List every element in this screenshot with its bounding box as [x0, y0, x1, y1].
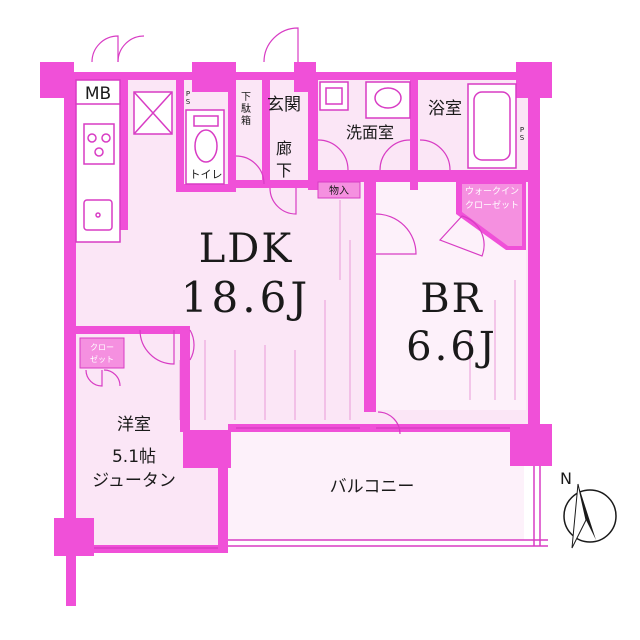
walkin-label-2: クローゼット: [465, 199, 519, 211]
walkin-label-1: ウォークイン: [465, 186, 519, 197]
bathroom-label: 浴室: [428, 99, 462, 119]
meter-box-label: MB: [85, 84, 111, 104]
closet-label-1: クロー: [90, 343, 114, 352]
shoe-box-label-1: 下: [241, 92, 251, 103]
shoe-box-label-3: 箱: [241, 114, 251, 127]
kitchen-counter: [75, 99, 121, 243]
ldk-size: 18.6J: [181, 273, 311, 322]
pipe-space-label-2a: P: [520, 126, 524, 134]
western-closet: [79, 337, 125, 369]
storage-closet: [317, 181, 361, 199]
walkin-closet-area: [462, 184, 522, 246]
ldk-label: LDK: [199, 226, 294, 272]
corridor-label-2: 下: [276, 161, 292, 180]
bathtub: [467, 83, 517, 169]
storage-label: 物入: [329, 184, 349, 197]
pipe-space-label-1b: S: [186, 98, 191, 106]
br-size: 6.6J: [406, 324, 498, 370]
balcony-label: バルコニー: [330, 477, 415, 497]
pipe-space-label-2b: S: [520, 134, 525, 142]
western-room-label: 洋室: [117, 415, 151, 435]
shoe-box-label-2: 駄: [241, 102, 251, 115]
br-label: BR: [420, 276, 484, 322]
walls: [40, 62, 552, 606]
compass-north-label: N: [560, 469, 572, 488]
toilet-label: トイレ: [190, 168, 223, 181]
washroom-label: 洗面室: [346, 123, 394, 142]
pipe-space-label-1a: P: [186, 90, 190, 98]
compass-icon: N: [560, 469, 617, 549]
entrance-label: 玄関: [267, 95, 301, 115]
refrigerator-space: [133, 91, 173, 135]
washbasin: [319, 81, 411, 119]
doors: [85, 27, 485, 435]
western-room-size: 5.1帖: [112, 447, 156, 467]
western-room-note: ジュータン: [92, 471, 176, 491]
meter-box: [75, 79, 121, 105]
windows: [94, 427, 510, 549]
corridor-label-1: 廊: [276, 139, 292, 158]
balcony-rail: [228, 466, 548, 547]
closet-label-2: ゼット: [90, 354, 114, 364]
toilet-fixture: [185, 109, 225, 185]
